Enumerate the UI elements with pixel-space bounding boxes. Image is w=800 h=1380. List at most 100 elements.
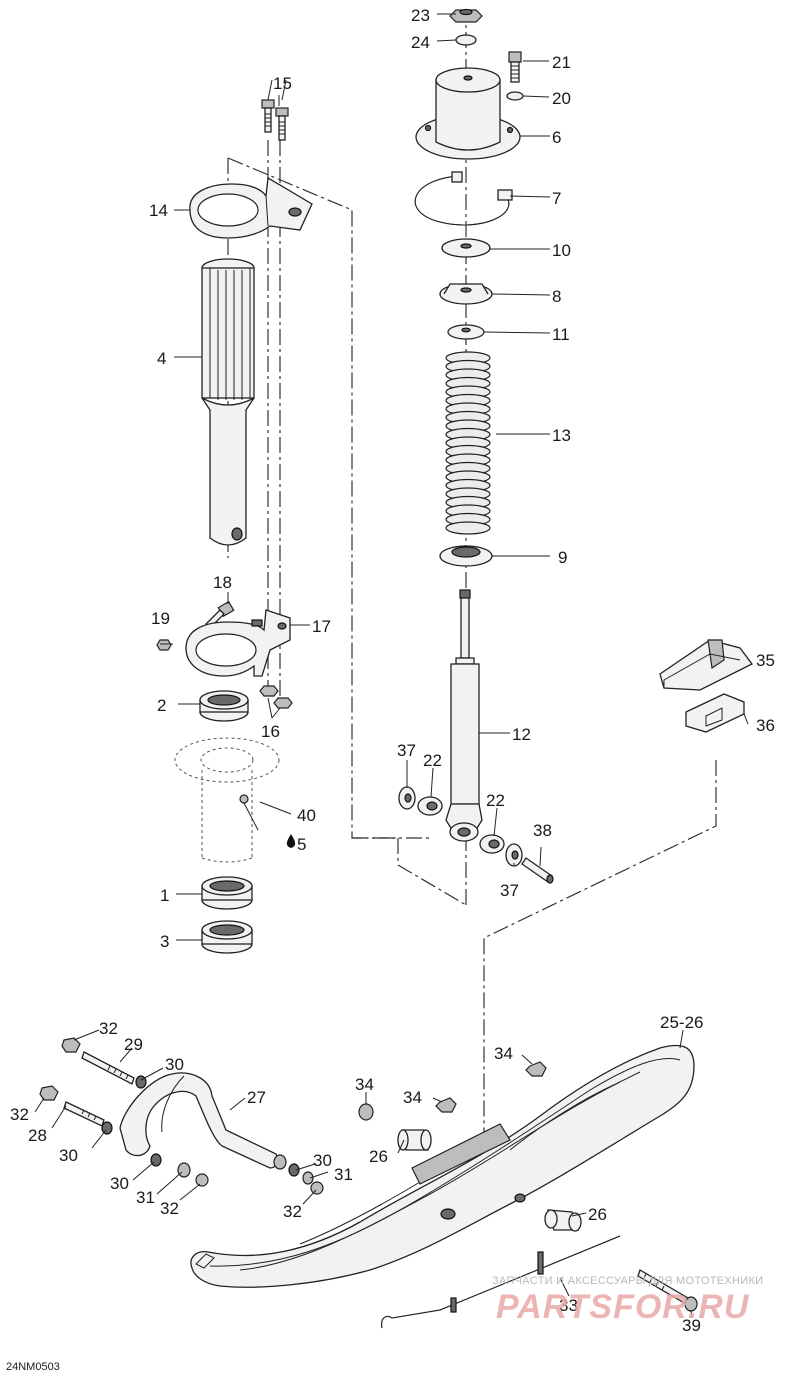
washer-24-icon: [455, 34, 477, 46]
bushing-2-icon: [199, 690, 249, 722]
watermark-logo: PARTSFOR.RU: [496, 1288, 750, 1326]
grease-drop-5-icon: [286, 834, 296, 848]
steering-column-assembly: [156, 99, 313, 954]
callout-label: 35: [756, 651, 775, 670]
spring-13-icon: [445, 351, 491, 535]
callout-label: 13: [552, 426, 571, 445]
callout-label: 40: [297, 806, 316, 825]
callout-label: 21: [552, 53, 571, 72]
nut-19-icon: [156, 639, 172, 651]
callout-label: 30: [313, 1151, 332, 1170]
leader-lines: [34, 13, 753, 1319]
callout-label: 5: [297, 835, 306, 854]
shock-assembly: [398, 8, 554, 884]
washer-37-right-icon: [505, 843, 523, 867]
callout-label: 9: [558, 548, 567, 567]
nut-23-icon: [449, 8, 483, 23]
callout-label: 4: [157, 349, 166, 368]
callout-label: 34: [494, 1044, 513, 1063]
pin-38-icon: [521, 857, 554, 884]
callout-label: 24: [411, 33, 430, 52]
callout-label: 30: [59, 1146, 78, 1165]
steering-column-4-icon: [201, 258, 255, 546]
callout-label: 16: [261, 722, 280, 741]
ghost-housing-icon: [174, 737, 280, 863]
retaining-ring-7-icon: [414, 171, 513, 226]
nuts-16-icon: [259, 685, 293, 709]
bushing-1-icon: [201, 876, 253, 910]
callout-label: 12: [512, 725, 531, 744]
callout-label: 32: [160, 1199, 179, 1218]
assembly-guide-lines: [227, 20, 717, 1170]
spring-coil: [445, 521, 491, 535]
callout-label: 17: [312, 617, 331, 636]
ski-25-26-icon: [190, 1044, 695, 1288]
washer-11-icon: [447, 324, 485, 340]
callout-label: 32: [99, 1019, 118, 1038]
callout-labels: 23 24 21 20 6 7 10 8 11 13 9 12 15 14 4 …: [10, 6, 775, 1335]
callout-label: 18: [213, 573, 232, 592]
callout-label: 38: [533, 821, 552, 840]
callout-label: 1: [160, 886, 169, 905]
callout-label: 33: [559, 1296, 578, 1315]
bolts-15-icon: [261, 99, 289, 141]
callout-label: 25-26: [660, 1013, 703, 1032]
diagram-code: 24NM0503: [6, 1361, 60, 1373]
callout-label: 10: [552, 241, 571, 260]
spring-seat-8-icon: [439, 283, 493, 305]
callout-label: 14: [149, 201, 168, 220]
callout-label: 30: [110, 1174, 129, 1193]
spring-stop-9-icon: [439, 545, 493, 567]
handle-27-icon: [119, 1072, 287, 1170]
washer-20-icon: [506, 91, 524, 101]
callout-label: 39: [682, 1316, 701, 1335]
callout-label: 34: [355, 1075, 374, 1094]
callout-label: 30: [165, 1055, 184, 1074]
shock-absorber-12-icon: [445, 589, 483, 842]
callout-label: 32: [283, 1202, 302, 1221]
callout-label: 20: [552, 89, 571, 108]
callout-label: 2: [157, 696, 166, 715]
washer-37-left-icon: [398, 786, 416, 810]
watermark-tagline: ЗАПЧАСТИ И АКСЕССУАРЫ ДЛЯ МОТОТЕХНИКИ: [492, 1275, 763, 1287]
grease-fitting-40-icon: [239, 794, 259, 831]
callout-label: 15: [273, 74, 292, 93]
callout-label: 6: [552, 128, 561, 147]
ski-runner-33-icon: [381, 1235, 621, 1329]
bolt-28-icon: [63, 1101, 105, 1127]
callout-label: 22: [423, 751, 442, 770]
callout-label: 27: [247, 1088, 266, 1107]
bushing-22-left-icon: [417, 796, 443, 816]
callout-label: 11: [552, 325, 570, 344]
spacer-10-icon: [441, 238, 491, 258]
wear-pad-bracket-36-icon: [685, 693, 745, 733]
callout-label: 31: [334, 1165, 353, 1184]
callout-label: 31: [136, 1188, 155, 1207]
spring-cap-6-icon: [415, 67, 521, 160]
callout-label: 7: [552, 189, 561, 208]
bushing-22-right-icon: [479, 834, 505, 854]
nuts-34-icon: [358, 1061, 547, 1121]
callout-label: 34: [403, 1088, 422, 1107]
bolt-29-icon: [81, 1051, 135, 1085]
callout-label: 22: [486, 791, 505, 810]
callout-label: 23: [411, 6, 430, 25]
bushing-26-lower-icon: [544, 1209, 582, 1232]
callout-label: 19: [151, 609, 170, 628]
callout-label: 28: [28, 1126, 47, 1145]
callout-label: 32: [10, 1105, 29, 1124]
callout-label: 8: [552, 287, 561, 306]
bolt-21-icon: [508, 51, 522, 83]
callout-label: 36: [756, 716, 775, 735]
bushing-3-icon: [201, 920, 253, 954]
steering-arm-14-icon: [189, 176, 313, 239]
nuts-32-icon: [39, 1037, 324, 1195]
wear-pad-35-icon: [659, 639, 753, 691]
callout-label: 26: [588, 1205, 607, 1224]
callout-label: 37: [500, 881, 519, 900]
bushing-26-upper-icon: [397, 1129, 432, 1151]
callout-label: 3: [160, 932, 169, 951]
callout-label: 29: [124, 1035, 143, 1054]
callout-label: 37: [397, 741, 416, 760]
